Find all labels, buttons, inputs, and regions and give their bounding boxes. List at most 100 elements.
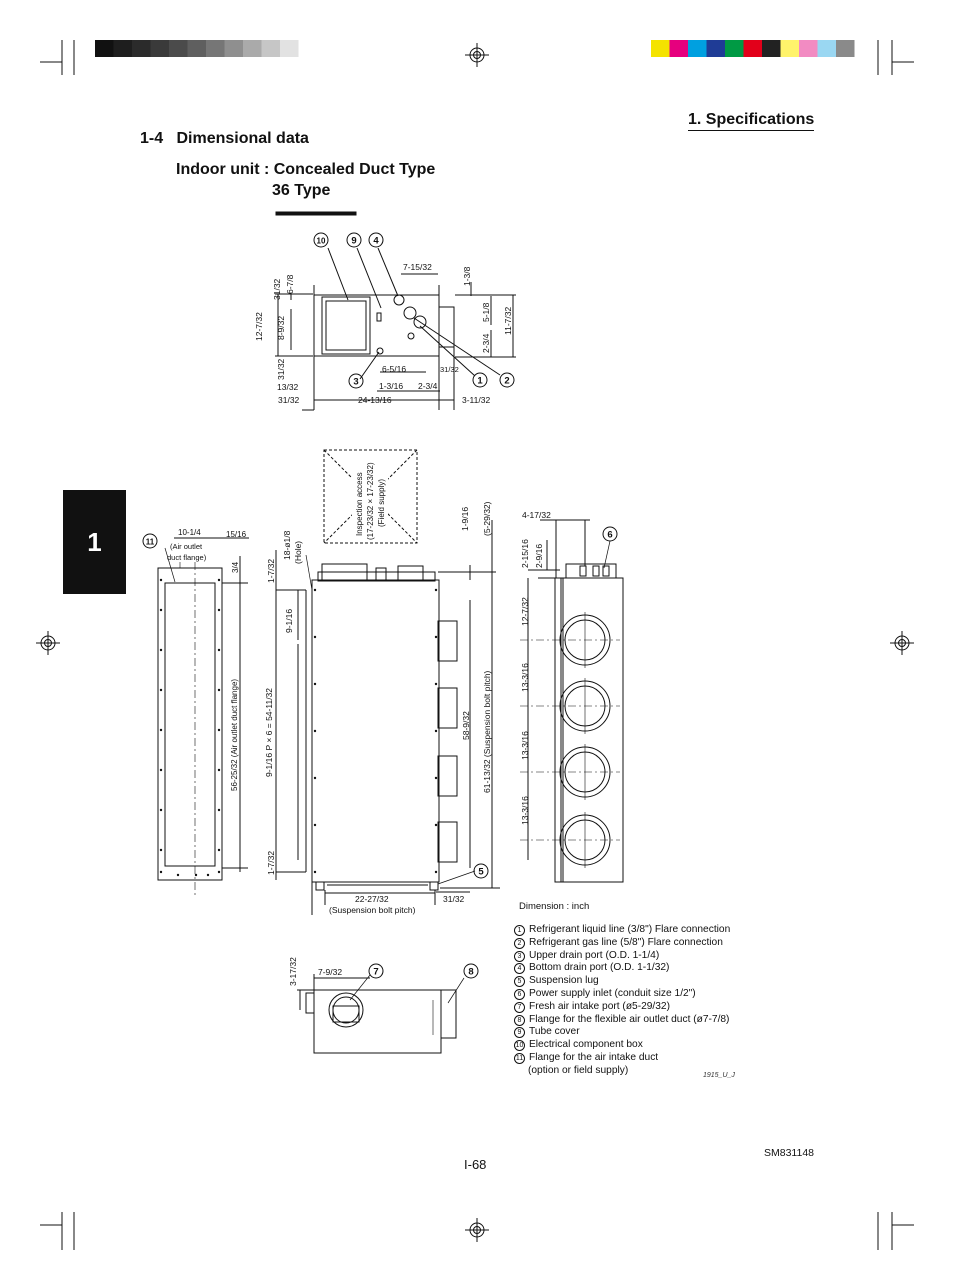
- svg-text:15/16: 15/16: [226, 530, 247, 539]
- callouts: 10 9 4 3 1 2 11 6 5 7 8: [142, 232, 618, 979]
- color-swatch: [688, 40, 707, 57]
- svg-text:(17-23/32 × 17-23/32): (17-23/32 × 17-23/32): [366, 462, 375, 540]
- svg-text:31/32: 31/32: [272, 278, 282, 300]
- registration-target-top: [465, 43, 489, 67]
- mounting-hole: [313, 870, 317, 874]
- legend-text: Refrigerant liquid line (3/8") Flare con…: [529, 924, 731, 935]
- svg-text:31/32: 31/32: [278, 395, 300, 405]
- svg-text:61-13/32 (Suspension bolt pitc: 61-13/32 (Suspension bolt pitch): [482, 670, 492, 793]
- color-swatch: [95, 40, 114, 57]
- legend-text: Refrigerant gas line (5/8") Flare connec…: [529, 936, 723, 948]
- svg-text:22-27/32: 22-27/32: [355, 894, 389, 904]
- color-swatch: [132, 40, 151, 57]
- flange-hole: [206, 873, 210, 877]
- legend-text: Flange for the flexible air outlet duct …: [529, 1013, 730, 1025]
- color-swatch: [169, 40, 188, 57]
- flange-hole: [194, 873, 198, 877]
- mounting-hole: [434, 823, 438, 827]
- mounting-hole: [313, 635, 317, 639]
- svg-text:13-3/16: 13-3/16: [520, 731, 530, 760]
- legend-number: 6: [514, 988, 525, 1000]
- color-swatch: [799, 40, 818, 57]
- bottom-view: [297, 974, 465, 1054]
- svg-text:1-3/16: 1-3/16: [379, 381, 403, 391]
- side-view: [520, 519, 624, 883]
- flange-hole: [159, 608, 163, 612]
- svg-text:58-9/32: 58-9/32: [461, 711, 471, 740]
- section-header-right: 1. Specifications: [688, 111, 815, 131]
- legend-number: 5: [514, 976, 525, 988]
- flange-holes: [159, 578, 221, 877]
- color-swatch: [762, 40, 781, 57]
- legend-number: 9: [514, 1027, 525, 1039]
- flange-view-labels: 10-1/4 15/16 (Air outlet duct flange) 3/…: [167, 528, 247, 791]
- mounting-hole: [313, 823, 317, 827]
- callout-7: 7: [368, 963, 384, 979]
- flange-hole: [217, 728, 221, 732]
- page-number: I-68: [464, 1157, 487, 1172]
- flange-hole: [217, 848, 221, 852]
- flange-hole: [159, 578, 163, 582]
- svg-text:8: 8: [468, 967, 473, 978]
- svg-text:13/32: 13/32: [277, 382, 299, 392]
- document-code: SM831148: [764, 1147, 815, 1159]
- svg-text:(Field supply): (Field supply): [377, 479, 386, 527]
- side-view-port-1: [559, 612, 611, 668]
- side-view-port-2: [559, 678, 611, 734]
- svg-text:10-1/4: 10-1/4: [178, 528, 201, 537]
- svg-text:duct flange): duct flange): [167, 553, 207, 562]
- legend-number: 8: [514, 1014, 525, 1026]
- mounting-hole: [434, 635, 438, 639]
- flange-hole: [159, 848, 163, 852]
- mounting-hole: [313, 729, 317, 733]
- svg-text:6: 6: [607, 530, 612, 541]
- svg-text:(Hole): (Hole): [293, 541, 303, 564]
- callout-6: 6: [602, 526, 618, 542]
- color-swatch: [651, 40, 670, 57]
- svg-text:Inspection access: Inspection access: [355, 472, 364, 536]
- color-swatch: [836, 40, 855, 57]
- svg-text:6-7/8: 6-7/8: [285, 274, 295, 294]
- legend-number: 11: [514, 1052, 525, 1064]
- flange-hole: [159, 648, 163, 652]
- svg-text:9-1/16: 9-1/16: [284, 609, 294, 633]
- process-color-bar: [651, 40, 855, 57]
- mounting-hole: [434, 588, 438, 592]
- color-swatch: [280, 40, 299, 57]
- svg-text:13-3/16: 13-3/16: [520, 796, 530, 825]
- svg-text:4: 4: [373, 236, 379, 247]
- section-title: 1-4 Dimensional data: [140, 130, 309, 147]
- flange-hole: [217, 578, 221, 582]
- callout-5: 5: [473, 863, 489, 879]
- svg-text:7-9/32: 7-9/32: [318, 967, 342, 977]
- color-swatch: [243, 40, 262, 57]
- mounting-hole: [434, 870, 438, 874]
- svg-text:1-7/32: 1-7/32: [266, 559, 276, 583]
- legend-text: Tube cover: [529, 1026, 580, 1038]
- flange-hole: [217, 768, 221, 772]
- color-swatch: [706, 40, 725, 57]
- flange-hole: [217, 648, 221, 652]
- subtitle-line-2: 36 Type: [272, 182, 331, 199]
- svg-text:4-17/32: 4-17/32: [522, 510, 551, 520]
- registration-target-bottom: [465, 1218, 489, 1242]
- color-swatch: [261, 40, 280, 57]
- flange-hole: [217, 808, 221, 812]
- side-view-port-3: [559, 744, 611, 800]
- svg-text:2: 2: [504, 376, 509, 387]
- svg-text:1: 1: [477, 376, 483, 387]
- mounting-hole: [313, 682, 317, 686]
- svg-text:3: 3: [353, 377, 358, 388]
- svg-text:5: 5: [478, 867, 484, 878]
- svg-text:11: 11: [146, 538, 155, 547]
- legend-text: Upper drain port (O.D. 1-1/4): [529, 949, 660, 961]
- color-swatch: [187, 40, 206, 57]
- registration-target-left: [36, 631, 60, 655]
- svg-text:9-1/16 P × 6 = 54-11/32: 9-1/16 P × 6 = 54-11/32: [264, 688, 274, 777]
